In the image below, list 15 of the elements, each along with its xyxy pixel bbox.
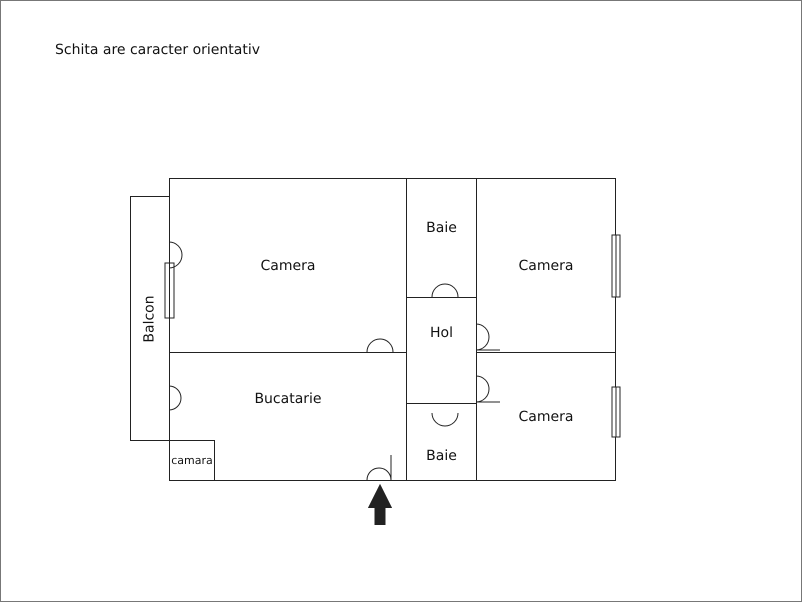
room-outline bbox=[169, 352, 407, 481]
pantry-outline bbox=[169, 440, 215, 481]
room-outline bbox=[406, 403, 477, 481]
room-label: Balcon bbox=[142, 294, 158, 342]
entrance-arrow bbox=[368, 484, 392, 525]
room-label: camara bbox=[171, 454, 213, 467]
note-text: Schita are caracter orientativ bbox=[55, 42, 260, 58]
room-label: Camera bbox=[518, 408, 574, 424]
room-label: Camera bbox=[518, 258, 574, 274]
room-label: Hol bbox=[430, 324, 453, 340]
room-label: Baie bbox=[426, 220, 457, 236]
room-label: Baie bbox=[426, 448, 457, 464]
room-outline bbox=[406, 178, 477, 298]
room-label: Camera bbox=[260, 258, 316, 274]
room-label: Bucatarie bbox=[254, 390, 322, 406]
